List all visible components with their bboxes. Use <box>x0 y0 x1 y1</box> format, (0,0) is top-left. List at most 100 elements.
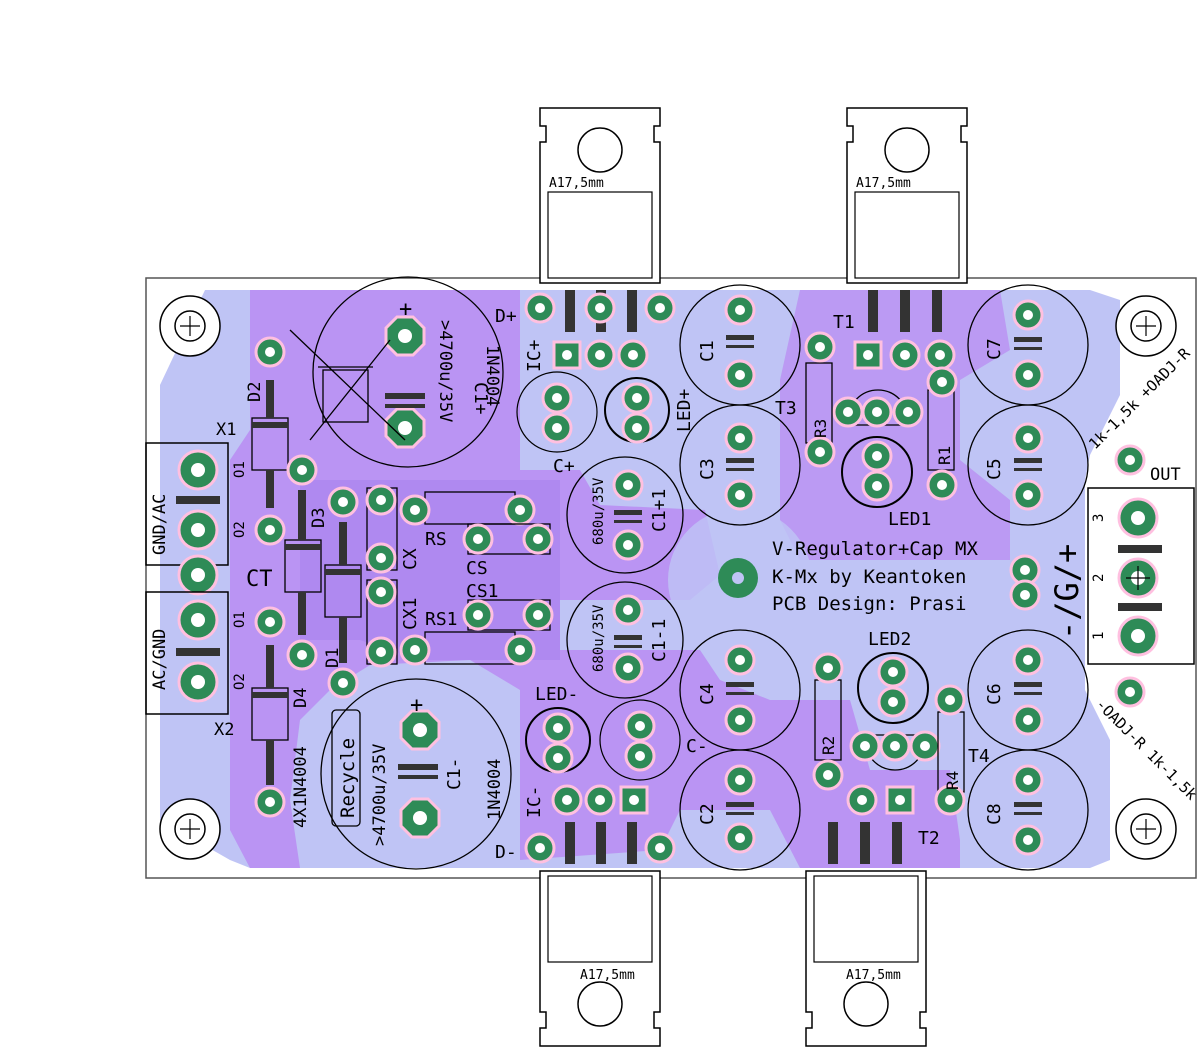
label-cap-680-top: 680u/35V <box>591 477 607 545</box>
t1-pin2 <box>889 339 921 371</box>
label-x1-pin-o2: O2 <box>232 521 248 538</box>
led1 <box>841 436 913 508</box>
resistor-r2 <box>812 652 844 791</box>
label-c8: C8 <box>984 803 1005 825</box>
label-r2: R2 <box>819 736 838 755</box>
terminal-ct <box>177 554 219 596</box>
label-c1-plus: C1+ <box>470 382 491 415</box>
heatsink-top-right <box>846 107 968 284</box>
label-x2-pin-o2: O2 <box>232 673 248 690</box>
diode-d4 <box>251 606 289 818</box>
label-t4: T4 <box>968 746 990 767</box>
t2-pin1 <box>846 784 878 816</box>
title-line-3: PCB Design: Prasi <box>772 593 966 615</box>
label-d1: D1 <box>323 648 343 668</box>
ic-plus-pin2 <box>584 339 616 371</box>
label-out-symbol: -/G/+ <box>1048 544 1086 640</box>
label-ct: CT <box>246 567 273 592</box>
label-cx1: CX1 <box>400 597 421 630</box>
label-c-plus: C+ <box>553 456 575 477</box>
label-out-pin2: 2 <box>1091 574 1107 582</box>
t1-pin3 <box>924 339 956 371</box>
label-x2: X2 <box>214 720 234 740</box>
diode-d1 <box>324 486 362 699</box>
cap-c3 <box>679 404 801 526</box>
cap-cs <box>462 523 554 555</box>
svg-text:+: + <box>410 693 423 718</box>
label-r3: R3 <box>811 419 830 438</box>
ic-minus-pin2 <box>584 784 616 816</box>
label-cs: CS <box>466 558 488 579</box>
label-d3: D3 <box>309 508 329 528</box>
led2 <box>857 652 929 724</box>
label-r4: R4 <box>943 771 962 790</box>
ic-plus-pin3 <box>617 339 649 371</box>
ic-minus-pin3 <box>619 785 649 815</box>
transistor-t3 <box>832 389 924 428</box>
cap-c8 <box>967 749 1089 871</box>
title-line-1: V-Regulator+Cap MX <box>772 538 978 560</box>
transistor-t4 <box>849 730 941 771</box>
label-c1-minus: C1- <box>444 757 465 790</box>
label-c1-plus-1: C1+1 <box>649 489 670 532</box>
resistor-r1 <box>926 366 958 501</box>
label-d-plus: D+ <box>495 306 517 327</box>
copper-pour-mid <box>300 480 560 660</box>
label-x1-pin-o1: O1 <box>232 461 248 478</box>
label-led2: LED2 <box>868 629 911 650</box>
resistor-r3 <box>804 331 836 468</box>
mount-hole-tl <box>159 295 221 357</box>
regulator-bottom-left <box>524 822 676 864</box>
label-led-minus: LED- <box>535 684 578 705</box>
t1-pin1 <box>853 340 883 370</box>
label-n4004-bottom: 1N4004 <box>485 759 505 820</box>
cap-cs1 <box>462 599 554 631</box>
label-ic-minus: IC- <box>524 785 545 818</box>
heatsink-label-bl: A17,5mm <box>580 968 635 983</box>
label-x1: X1 <box>216 420 236 440</box>
adj-pad-bottom <box>1114 676 1146 708</box>
label-cx: CX <box>400 548 421 570</box>
label-out-pin3: 3 <box>1091 514 1107 522</box>
label-d4: D4 <box>291 688 311 708</box>
label-t3: T3 <box>775 398 797 419</box>
heatsink-bottom-left <box>539 870 661 1047</box>
mount-hole-bl <box>159 798 221 860</box>
heatsink-label-tl: A17,5mm <box>549 176 604 191</box>
label-gnd-ac: GND/AC <box>150 494 170 555</box>
label-rs1: RS1 <box>425 609 458 630</box>
label-r1: R1 <box>935 446 954 465</box>
svg-text:+: + <box>399 297 412 322</box>
label-c6: C6 <box>984 683 1005 705</box>
label-c1: C1 <box>697 340 718 362</box>
regulator-top-left <box>524 290 676 332</box>
mount-hole-tr <box>1115 295 1177 357</box>
cap-c1-minus-1 <box>566 581 684 699</box>
label-cs1: CS1 <box>466 581 499 602</box>
label-ac-gnd: AC/GND <box>150 629 170 690</box>
label-c3: C3 <box>697 458 718 480</box>
label-c-minus: C- <box>686 736 708 757</box>
resistor-rs1 <box>399 631 536 666</box>
heatsink-bottom-right <box>805 870 927 1047</box>
recycle-label-box <box>331 709 361 827</box>
adj-pad-top <box>1114 444 1146 476</box>
label-out-pin1: 1 <box>1091 632 1107 640</box>
ic-minus-pin1 <box>551 784 583 816</box>
heatsink-label-br: A17,5mm <box>846 968 901 983</box>
label-cap-680-bottom: 680u/35V <box>591 604 607 672</box>
cap-cx <box>365 484 398 574</box>
label-rs: RS <box>425 529 447 550</box>
t2-pin3 <box>885 785 915 815</box>
label-out: OUT <box>1150 465 1181 485</box>
cap-cx1 <box>365 576 398 668</box>
label-c7: C7 <box>984 338 1005 360</box>
cap-c-plus <box>516 371 598 453</box>
heatsink-label-tr: A17,5mm <box>856 176 911 191</box>
cap-c1-plus-1 <box>566 456 684 574</box>
label-d-minus: D- <box>495 842 517 863</box>
label-ic-plus: IC+ <box>524 339 545 372</box>
label-t2: T2 <box>918 828 940 849</box>
title-line-2: K-Mx by Keantoken <box>772 566 966 588</box>
